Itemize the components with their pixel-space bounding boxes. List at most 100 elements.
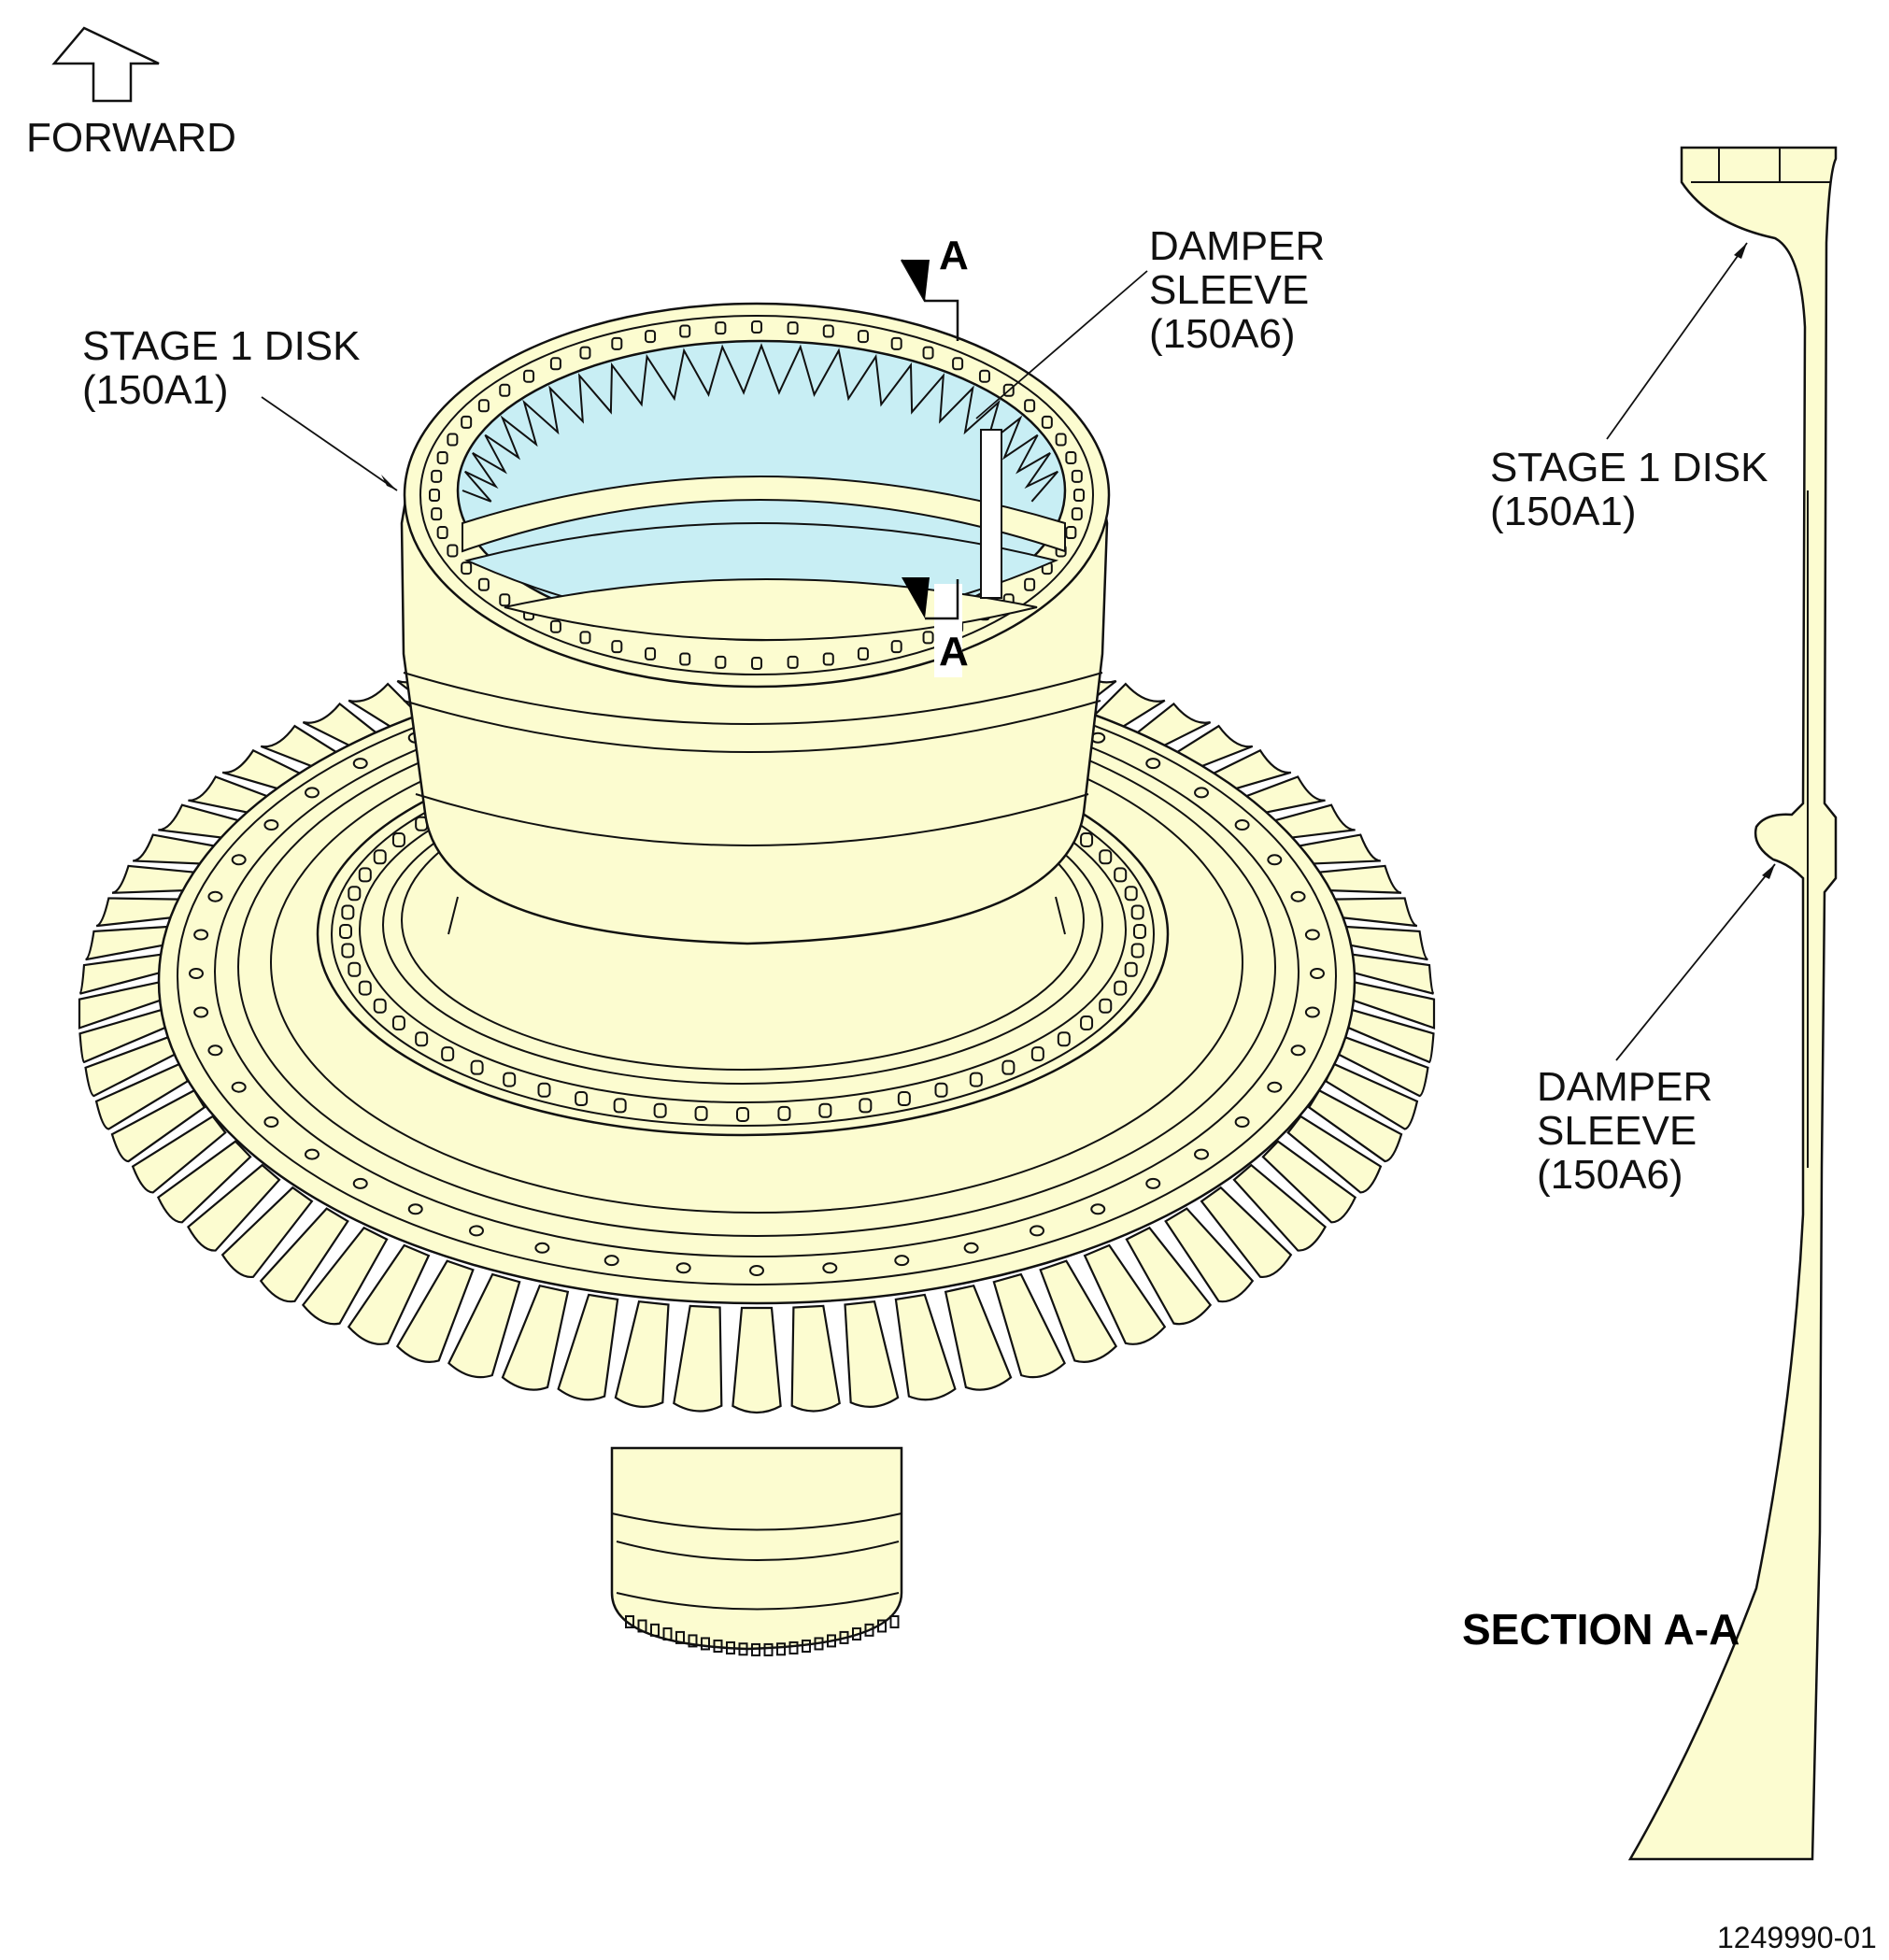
blade [614, 1300, 670, 1408]
inner-ring-hole [1133, 924, 1146, 939]
flange-hole [436, 526, 448, 540]
flange-hole [645, 330, 657, 344]
inner-ring-hole [736, 1107, 749, 1122]
section-a-a-view: STAGE 1 DISK (150A1) DAMPER SLEEVE (150A… [1462, 146, 1838, 1861]
flange-hole [787, 321, 799, 335]
rim-hole [1090, 1203, 1106, 1215]
flange-hole [751, 657, 762, 670]
flange-hole [679, 324, 691, 338]
inner-ring-hole [341, 943, 355, 959]
rim-hole [1310, 968, 1325, 979]
svg-text:A: A [939, 629, 969, 675]
figure-number: 1249990-01 [1717, 1921, 1877, 1954]
hub-tooth [662, 1627, 673, 1641]
inner-ring-hole [1124, 961, 1138, 977]
hub-tooth [675, 1630, 685, 1644]
hub-tooth [802, 1639, 811, 1653]
blade [1324, 897, 1418, 928]
blade [84, 1035, 177, 1098]
rim-hole [263, 819, 279, 831]
flange-hole [751, 320, 762, 334]
inner-ring-hole [694, 1105, 708, 1121]
flange-hole [1055, 433, 1067, 447]
flange-hole [952, 357, 964, 371]
inner-ring-hole [1124, 886, 1138, 902]
rim-hole [1030, 1225, 1044, 1237]
inner-ring-hole [818, 1102, 832, 1118]
forward-indicator: FORWARD [26, 26, 236, 161]
inner-ring-hole [1030, 1046, 1044, 1062]
blade [395, 1259, 475, 1363]
rim-hole [534, 1242, 550, 1254]
blade [1232, 1163, 1327, 1252]
svg-text:A: A [939, 233, 969, 278]
hub-tooth [776, 1642, 786, 1656]
inner-ring-hole [358, 980, 372, 996]
inner-ring-hole [537, 1082, 551, 1098]
inner-ring-hole [391, 1016, 405, 1030]
rim-hole [469, 1225, 484, 1237]
inner-ring-hole [1099, 998, 1113, 1014]
inner-ring-hole [613, 1098, 627, 1114]
blade [1200, 1186, 1293, 1278]
blade [131, 1115, 227, 1194]
inner-ring-hole [348, 886, 362, 902]
blade [1337, 925, 1429, 961]
blade [347, 1243, 431, 1345]
up-arrow-icon [51, 26, 160, 103]
rim-hole [352, 758, 368, 770]
flange-hole [579, 631, 591, 645]
blade [731, 1306, 782, 1414]
flange-hole [429, 489, 440, 502]
blade [156, 1140, 252, 1224]
flange-hole [978, 369, 990, 383]
blade [1039, 1259, 1118, 1363]
blade [111, 864, 206, 894]
inner-ring-hole [1114, 980, 1128, 996]
flange-hole [922, 346, 934, 360]
flange-hole [857, 330, 869, 344]
blade [1261, 1140, 1357, 1224]
flange-hole [461, 415, 473, 429]
hub-tooth [637, 1619, 647, 1633]
rim-hole [1234, 819, 1250, 831]
hub-tooth [650, 1623, 660, 1637]
inner-ring-hole [575, 1091, 589, 1107]
blade [447, 1272, 521, 1379]
hub-tooth [726, 1640, 735, 1655]
svg-text:SLEEVE: SLEEVE [1149, 267, 1309, 313]
forward-shaft [400, 302, 1111, 945]
rim-hole [749, 1265, 764, 1276]
flange-hole [499, 383, 511, 397]
flange-hole [1024, 399, 1036, 413]
hub-tooth [688, 1634, 698, 1648]
flange-hole [890, 640, 902, 654]
blade [301, 1226, 389, 1326]
blade [673, 1304, 723, 1413]
rim-hole [193, 1006, 209, 1018]
rim-hole [1290, 1044, 1306, 1057]
rim-hole [1290, 890, 1306, 902]
hub-tooth [827, 1634, 836, 1648]
inner-ring-hole [415, 1031, 429, 1047]
callout-stage1-disk: STAGE 1 DISK (150A1) [82, 323, 398, 491]
hub-tooth [814, 1637, 824, 1651]
blade [78, 1007, 169, 1064]
flange-hole [447, 544, 459, 558]
blade [132, 833, 228, 866]
rim-hole [231, 854, 247, 866]
blade [95, 897, 190, 928]
section-cut-top: A [900, 233, 969, 341]
inner-ring-hole [373, 849, 387, 865]
flange-hole [461, 561, 473, 575]
rim-hole [1194, 1148, 1210, 1160]
flange-hole [1071, 507, 1083, 521]
blade [894, 1293, 957, 1401]
blade [84, 925, 177, 961]
hub-tooth [788, 1640, 799, 1655]
rim-hole [1194, 787, 1210, 799]
damper-sleeve-slot [980, 429, 1002, 599]
flange-hole [1065, 526, 1077, 540]
flange-hole [890, 336, 902, 350]
